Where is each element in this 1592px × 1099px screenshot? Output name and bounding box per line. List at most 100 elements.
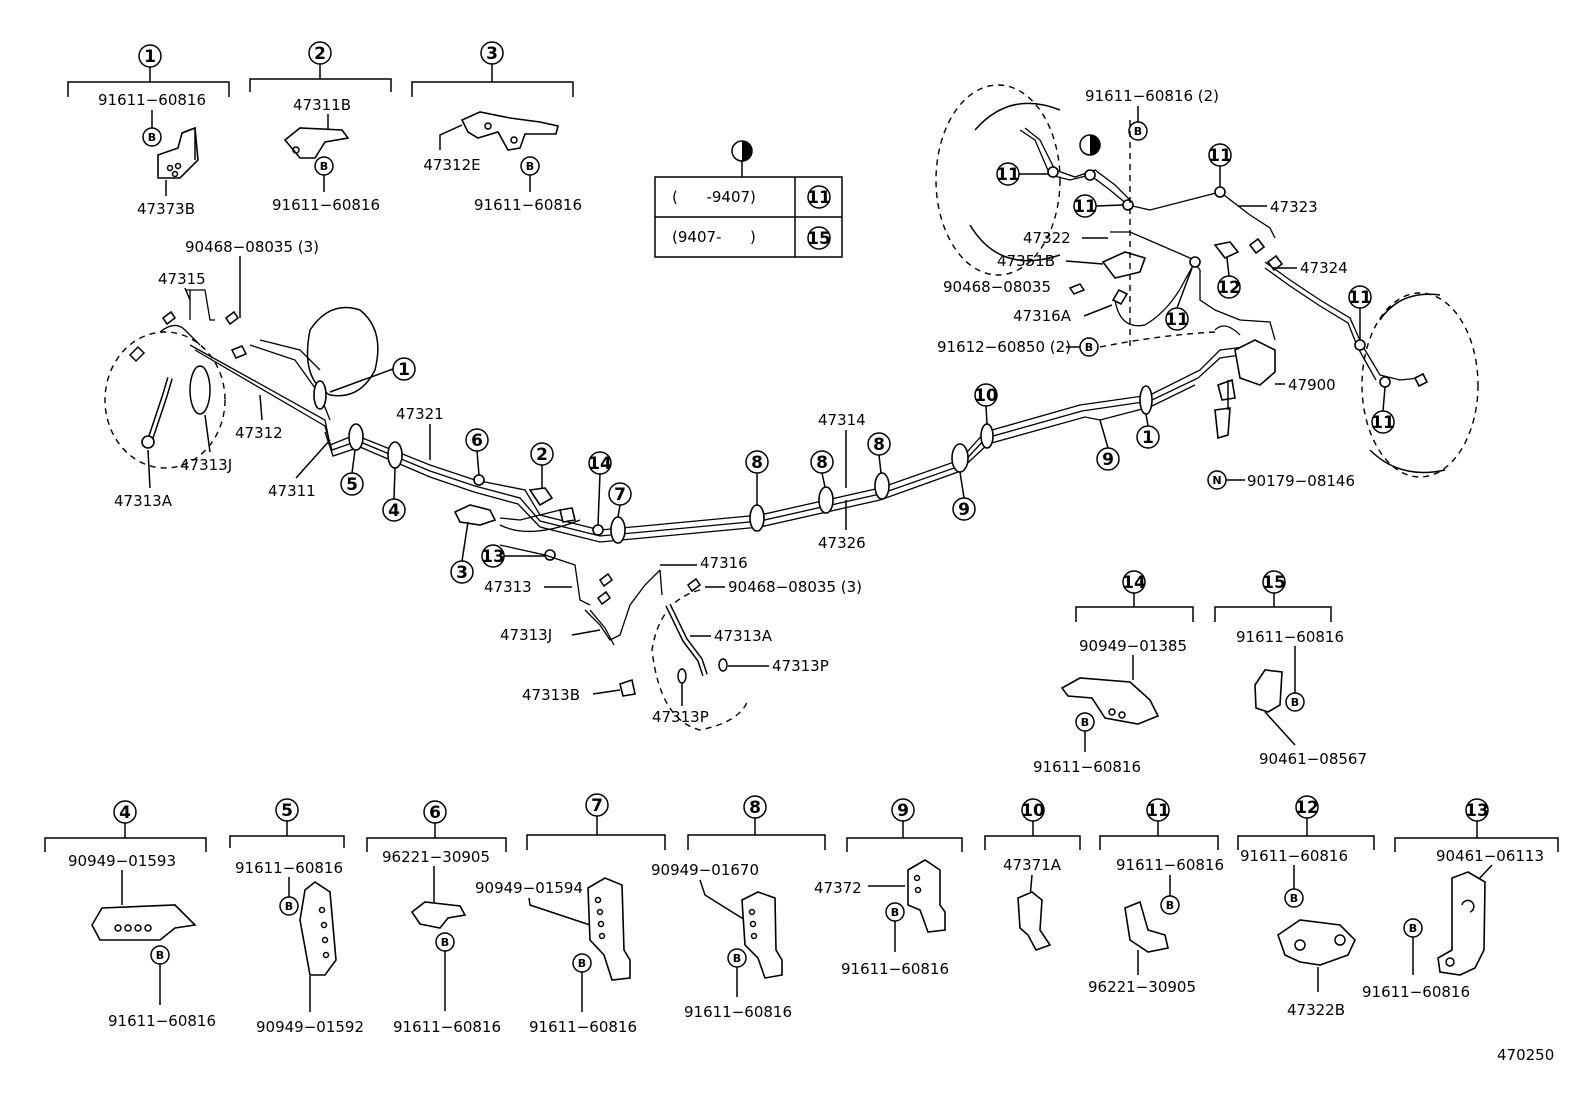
- group-15-number: 15: [1262, 573, 1286, 593]
- part-number-label: 90461−06113: [1436, 847, 1544, 865]
- applicability-table: ( -9407) 11 (9407- ) 15: [654, 140, 843, 258]
- group-14: 14 90949−01385 B 91611−60816: [1033, 570, 1194, 776]
- callout-3: 3: [456, 563, 468, 583]
- group-13-number: 13: [1465, 801, 1489, 821]
- bolt-symbol: B: [1166, 899, 1174, 912]
- part-number-label: 47373B: [137, 200, 195, 218]
- rear-left-drum-outline: [935, 84, 1061, 276]
- part-label: 90468−08035 (3): [185, 238, 319, 256]
- group-1-number: 1: [144, 47, 156, 67]
- part-label: 47315: [158, 270, 206, 288]
- group-5: 5 91611−60816 B 90949−01592: [229, 798, 364, 1036]
- part-number-label: 47371A: [1003, 856, 1062, 874]
- callout-11: 11: [1371, 413, 1395, 433]
- part-number-label: 91611−60816: [235, 859, 343, 877]
- bolt-symbol: B: [1134, 125, 1142, 138]
- table-ref-cell: 15: [807, 229, 831, 249]
- group-9-number: 9: [897, 801, 909, 821]
- group-6-number: 6: [429, 803, 441, 823]
- part-label: 47326: [818, 534, 866, 552]
- bracket-90949-01593-icon: [91, 904, 197, 941]
- bracket-90949-01592-icon: [299, 881, 337, 976]
- table-range-cell: ( -9407): [672, 188, 756, 206]
- table-range-cell: (9407- ): [672, 228, 756, 246]
- part-label: 47311: [268, 482, 316, 500]
- callout-11: 11: [996, 165, 1020, 185]
- group-5-number: 5: [281, 801, 293, 821]
- bracket-47312e-icon: [460, 111, 559, 151]
- group-6: 6 96221−30905 B 91611−60816: [366, 800, 507, 1036]
- part-number-label: 47311B: [293, 96, 351, 114]
- group-8-number: 8: [749, 798, 761, 818]
- part-label: 47321: [396, 405, 444, 423]
- group-2: 2 47311B B 91611−60816: [249, 41, 392, 214]
- group-7: 7 90949−01594 B 91611−60816: [475, 793, 666, 1036]
- part-number-label: 91611−60816: [1240, 847, 1348, 865]
- bracket-90461-06113-icon: [1437, 871, 1486, 976]
- part-number-label: 91611−60816: [474, 196, 582, 214]
- group-7-number: 7: [591, 796, 603, 816]
- group-8: 8 90949−01670 B 91611−60816: [651, 795, 826, 1021]
- part-number-label: 96221−30905: [1088, 978, 1196, 996]
- callout-8: 8: [816, 453, 828, 473]
- part-label: 47313P: [772, 657, 829, 675]
- bolt-symbol: B: [156, 949, 164, 962]
- bolt-symbol: B: [733, 952, 741, 965]
- bracket-47373b-icon: [157, 126, 199, 179]
- group-12: 12 91611−60816 B 47322B: [1237, 795, 1375, 1019]
- part-label: 47312: [235, 424, 283, 442]
- part-label: 47313P: [652, 708, 709, 726]
- group-9: 9 47372 B 91611−60816: [814, 798, 963, 978]
- part-label: 47323: [1270, 198, 1318, 216]
- group-4: 4 90949−01593 B 91611−60816: [44, 800, 216, 1030]
- part-label: 47314: [818, 411, 866, 429]
- bolt-symbol: B: [1409, 922, 1417, 935]
- part-label: 47313J: [180, 456, 232, 474]
- callout-13: 13: [481, 547, 505, 567]
- bolt-symbol: B: [578, 957, 586, 970]
- group-15: 15 91611−60816 B 90461−08567: [1214, 570, 1367, 768]
- callout-10: 10: [974, 386, 998, 406]
- group-14-number: 14: [1122, 573, 1146, 593]
- part-label: 47313A: [714, 627, 773, 645]
- bolt-symbol: B: [441, 936, 449, 949]
- part-label: 47316A: [1013, 307, 1072, 325]
- bolt-symbol: B: [1081, 716, 1089, 729]
- bolt-symbol: B: [891, 906, 899, 919]
- bracket-96221-30905-icon: [410, 901, 467, 929]
- group-11: 11 91611−60816 B 96221−30905: [1088, 798, 1224, 996]
- part-number-label: 91611−60816: [1362, 983, 1470, 1001]
- callout-9: 9: [958, 500, 970, 520]
- bolt-symbol: B: [526, 160, 534, 173]
- part-number-label: 91611−60816: [272, 196, 380, 214]
- part-number-label: 91611−60816: [684, 1003, 792, 1021]
- callout-11: 11: [1348, 288, 1372, 308]
- callout-2: 2: [536, 445, 548, 465]
- clamp-96221-30905-icon: [1124, 900, 1169, 953]
- group-12-number: 12: [1295, 798, 1319, 818]
- diagram-id: 470250: [1497, 1046, 1554, 1064]
- rear-right-drum-outline: [1361, 292, 1479, 478]
- part-number-label: 91611−60816: [841, 960, 949, 978]
- part-number-label: 90949−01592: [256, 1018, 364, 1036]
- group-2-number: 2: [314, 44, 326, 64]
- callout-1: 1: [1142, 428, 1154, 448]
- part-label: 90468−08035 (3): [728, 578, 862, 596]
- main-labels: 90468−08035 (3) 47315 47312 47313J 47313…: [114, 87, 1355, 726]
- group-10-number: 10: [1021, 801, 1045, 821]
- part-label: 90468−08035: [943, 278, 1051, 296]
- part-label: 90179−08146: [1247, 472, 1355, 490]
- part-label: 47313A: [114, 492, 173, 510]
- junction-47322b-icon: [1277, 919, 1356, 966]
- callout-12: 12: [1217, 278, 1241, 298]
- group-13: 13 90461−06113 B 91611−60816: [1362, 798, 1559, 1001]
- part-number-label: 91611−60816: [1116, 856, 1224, 874]
- callout-14: 14: [588, 454, 612, 474]
- bracket-90949-01670-icon: [741, 891, 783, 979]
- part-number-label: 90949−01594: [475, 879, 583, 897]
- part-number-label: 91611−60816: [1236, 628, 1344, 646]
- part-label: 47313: [484, 578, 532, 596]
- part-number-label: 47322B: [1287, 1001, 1345, 1019]
- bolt-symbol: B: [1291, 696, 1299, 709]
